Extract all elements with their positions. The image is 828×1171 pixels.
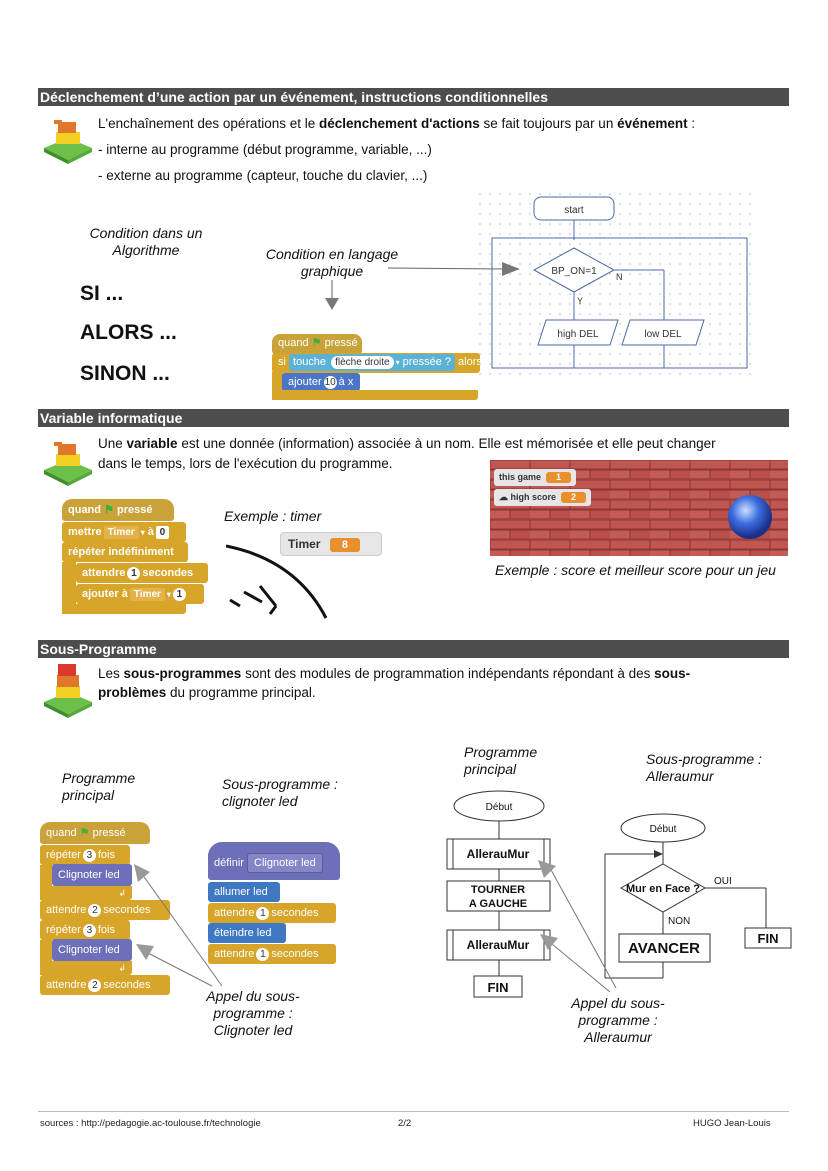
caption-condition-graph: Condition en langage graphique [265,246,399,279]
cloud-icon: ☁ [499,492,508,502]
flowchart-bp-on: start BP_ON=1 N Y high DEL low DEL [478,192,753,380]
footer-page: 2/2 [398,1118,412,1129]
call-arrows-left [134,864,223,987]
block-allumer-led: allumer led [208,882,280,902]
sec3-para2: problèmes du programme principal. [98,685,316,700]
section-header-sous-programme: Sous-Programme [38,640,789,658]
timer-monitor: Timer 8 [280,532,382,556]
green-flag-icon: ⚑ [311,337,322,349]
caption-timer: Exemple : timer [224,508,322,524]
sec1-line1: L'enchaînement des opérations et le décl… [98,116,696,131]
fc-avancer: AVANCER [628,940,700,957]
chevron-down-icon: ▾ [395,358,400,367]
block-quand-presse: quand ⚑ pressé [40,822,150,844]
fc-n: N [616,272,623,282]
block-clignoter-led-call: Clignoter led [52,939,132,961]
fc-alleraumur: AllerauMur [467,847,530,861]
fc-bp: BP_ON=1 [551,266,597,277]
block-si-alors: si touche flèche droite▾ pressée ? alors [272,353,482,373]
section-header-evenement: Déclenchement d’une action par un événem… [38,88,789,106]
block-si-bottom [272,390,478,400]
fc-non: NON [668,916,690,927]
fc-start: start [564,205,584,216]
sec1-line2: - interne au programme (début programme,… [98,142,432,157]
caption-game: Exemple : score et meilleur score pour u… [495,562,776,578]
fc-debut: Début [650,824,677,835]
block-quand-presse: quand ⚑ pressé [62,499,174,521]
loop-arrow-icon: ↲ [40,961,132,975]
green-flag-icon: ⚑ [79,827,90,839]
sec3-para1: Les sous-programmes sont des modules de … [98,666,691,681]
caption-appel-alleraumur: Appel du sous-programme : Alleraumur [571,995,665,1045]
footer-source: sources : http://pedagogie.ac-toulouse.f… [40,1118,261,1129]
algo-alors: ALORS ... [80,321,177,344]
green-flag-icon: ⚑ [104,504,114,516]
section-header-variable: Variable informatique [38,409,789,427]
fc-debut: Début [486,802,513,813]
footer-divider [38,1111,789,1112]
block-quand-presse: quand ⚑ pressé [272,334,362,354]
block-definir-clignoter: définir Clignoter led [208,842,340,880]
algo-si: SI ... [80,282,124,305]
caption-condition-algo: Condition dans un Algorithme [89,225,203,258]
lego-bricks-icon [44,120,92,164]
sec2-para2: dans le temps, lors de l'exécution du pr… [98,456,393,471]
chevron-down-icon: ▾ [140,528,145,537]
caption-prog-principal-right: Programme principal [464,744,538,777]
fc-mur: Mur en Face ? [626,883,700,895]
fc-alleraumur: AllerauMur [467,938,530,952]
flowchart-allerau-mur: Début AllerauMur TOURNER A GAUCHE Allera… [446,790,792,998]
fc-tourner: TOURNER [471,884,525,896]
fc-low: low DEL [644,329,682,340]
caption-sous-prog-right: Sous-programme : Alleraumur [646,751,762,784]
chevron-down-icon: ▾ [166,590,171,599]
sec2-para1: Une variable est une donnée (information… [98,436,716,451]
caption-appel-clignoter: Appel du sous-programme : Clignoter led [206,988,300,1038]
caption-prog-principal-left: Programme principal [62,770,136,803]
fc-fin: FIN [488,980,509,995]
caption-sous-prog-left: Sous-programme : clignoter led [222,776,338,809]
algo-sinon: SINON ... [80,362,170,385]
sec1-line3: - externe au programme (capteur, touche … [98,168,428,183]
block-clignoter-led-call: Clignoter led [52,864,132,886]
block-repeter-indefiniment: répéter indéfiniment [62,542,188,562]
block-repeter-arm [62,562,76,614]
clock-dial-icon [226,544,328,619]
lego-bricks-icon [44,442,92,486]
block-eteindre-led: éteindre led [208,923,286,943]
fc-a-gauche: A GAUCHE [469,898,527,910]
fc-oui: OUI [714,876,732,887]
fc-high: high DEL [557,329,599,340]
loop-arrow-icon: ↲ [40,886,132,900]
block-repeter-bottom [62,604,186,614]
footer-author: HUGO Jean-Louis [693,1118,771,1129]
lego-bricks-icon [44,664,92,718]
fc-fin: FIN [758,931,779,946]
fc-y: Y [577,296,583,306]
